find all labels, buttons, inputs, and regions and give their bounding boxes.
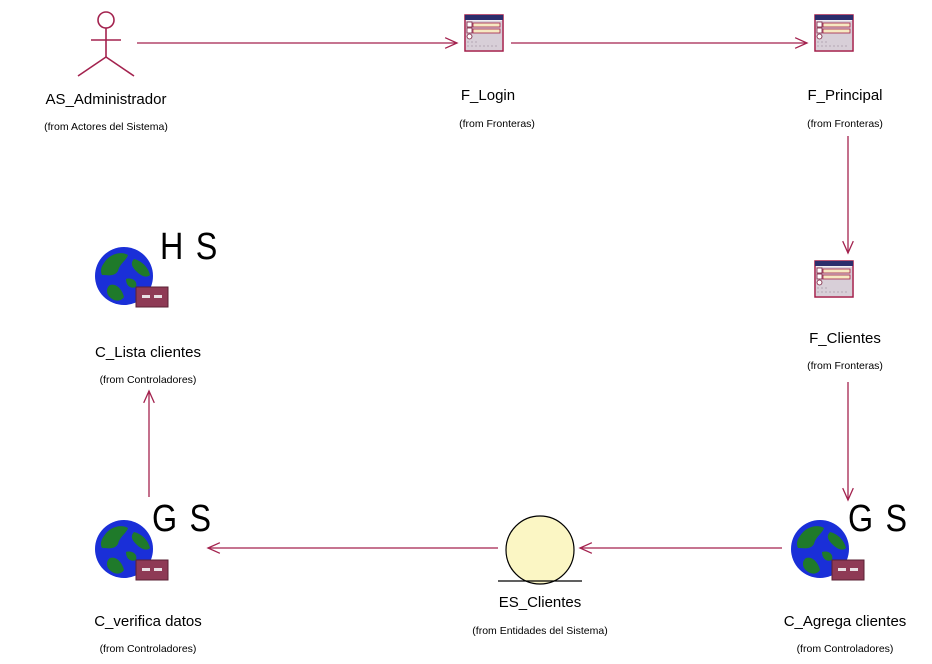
control-agrega-label: C_Agrega clientes — [783, 613, 907, 630]
boundary-login-label: F_Login — [460, 87, 516, 104]
control-verifica-label: C_verifica datos — [94, 613, 202, 630]
boundary-clientes-from: (from Fronteras) — [807, 360, 883, 372]
boundary-principal-label: F_Principal — [807, 87, 883, 104]
edge-verifica-to-lista — [143, 389, 155, 497]
edge-login-to-principal — [511, 37, 809, 49]
boundary-login-from: (from Fronteras) — [459, 118, 535, 130]
edge-admin-to-login — [137, 37, 459, 49]
boundary-principal[interactable] — [814, 14, 854, 52]
arrowhead — [143, 389, 155, 404]
arrowhead — [794, 37, 809, 49]
entity-circle-icon — [498, 515, 582, 585]
control-lista-label: C_Lista clientes — [95, 344, 201, 361]
globe-server-icon — [94, 246, 169, 308]
control-verifica-stereotype: G S — [152, 498, 213, 540]
boundary-form-icon — [814, 14, 854, 52]
control-verifica-from: (from Controladores) — [99, 643, 197, 655]
arrowhead — [842, 240, 854, 255]
actor-admin-from: (from Actores del Sistema) — [44, 121, 168, 133]
boundary-login[interactable] — [464, 14, 504, 52]
actor-stick-figure-icon — [77, 11, 135, 77]
boundary-clientes[interactable] — [814, 260, 854, 298]
boundary-form-icon — [814, 260, 854, 298]
entity-es-clientes-from: (from Entidades del Sistema) — [472, 625, 608, 637]
control-agrega-stereotype: G S — [848, 498, 909, 540]
arrowhead — [578, 542, 593, 554]
arrowhead — [206, 542, 221, 554]
edge-principal-to-clientes_form — [842, 136, 854, 255]
control-lista-clientes[interactable] — [94, 246, 169, 308]
arrowhead — [842, 487, 854, 502]
boundary-principal-from: (from Fronteras) — [807, 118, 883, 130]
control-agrega-from: (from Controladores) — [796, 643, 894, 655]
edges-layer — [137, 37, 854, 554]
actor-admin-label: AS_Administrador — [45, 91, 167, 108]
edge-entidad-to-verifica — [206, 542, 498, 554]
edge-clientes_form-to-agrega — [842, 382, 854, 502]
control-lista-from: (from Controladores) — [99, 374, 197, 386]
entity-es-clientes-label: ES_Clientes — [498, 594, 582, 611]
actor-admin[interactable] — [77, 11, 135, 77]
entity-es-clientes[interactable] — [498, 515, 582, 585]
arrowhead — [444, 37, 459, 49]
control-lista-stereotype: H S — [160, 226, 219, 268]
boundary-clientes-label: F_Clientes — [809, 330, 881, 347]
boundary-form-icon — [464, 14, 504, 52]
edge-agrega-to-entidad — [578, 542, 782, 554]
